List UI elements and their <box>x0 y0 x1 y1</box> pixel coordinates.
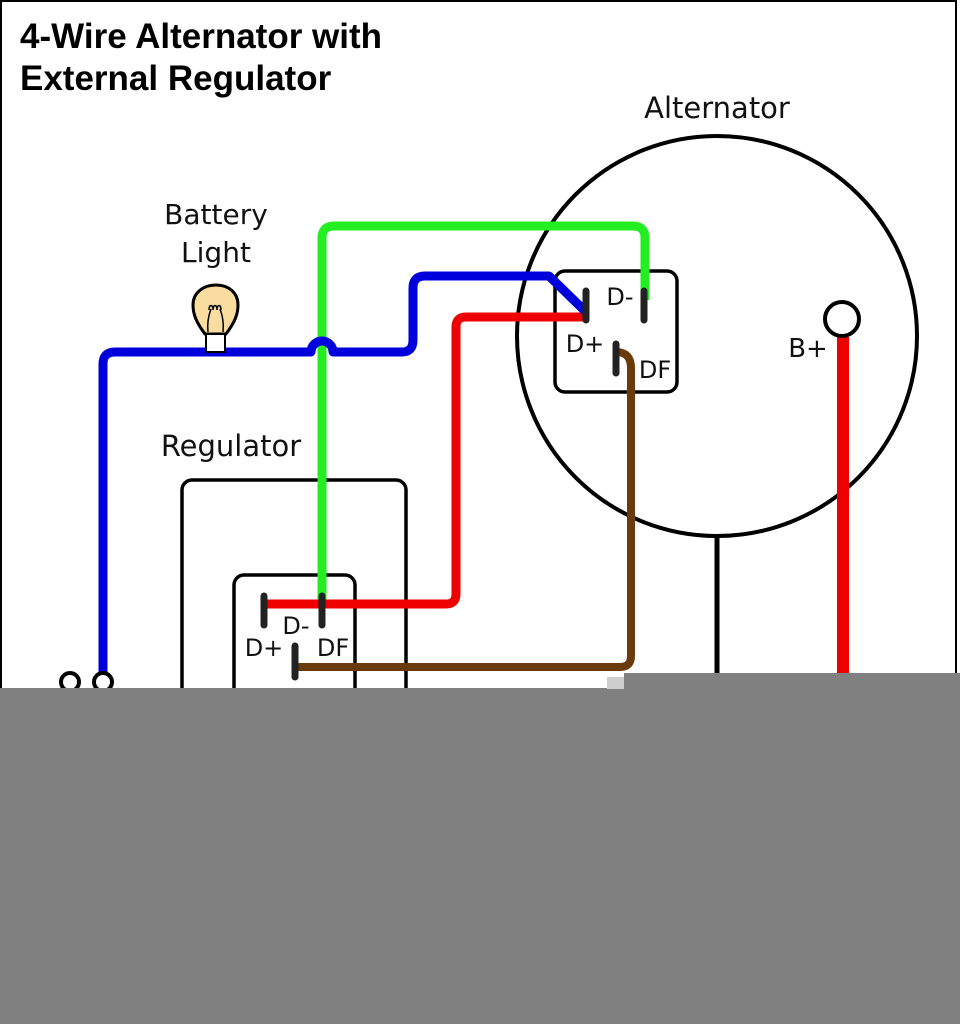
alternator-terminal-box <box>553 269 679 394</box>
b-plus-label: B+ <box>788 334 828 364</box>
regulator-label: Regulator <box>161 429 301 463</box>
occlusion-overlay-main <box>0 688 960 1024</box>
alternator-d-minus-label: D- <box>606 283 633 311</box>
alternator-d-plus-label: D+ <box>566 330 605 358</box>
green-wire <box>317 221 650 600</box>
regulator-d-minus-label: D- <box>282 612 309 640</box>
blue-wire <box>98 271 590 672</box>
alternator-label: Alternator <box>644 91 790 125</box>
b-plus-terminal <box>823 300 861 338</box>
diagram-title: 4-Wire Alternator with External Regulato… <box>20 16 382 100</box>
battery-light-icon <box>191 283 240 353</box>
brown-wire <box>296 348 635 671</box>
alternator-df-label: DF <box>639 356 671 384</box>
battery-light-label-line1: Battery <box>164 198 268 231</box>
red-wire <box>265 312 585 609</box>
title-line-1: 4-Wire Alternator with <box>20 17 383 56</box>
regulator-d-plus-label: D+ <box>245 634 284 662</box>
regulator-df-label: DF <box>317 634 349 662</box>
title-line-2: External Regulator <box>20 59 332 98</box>
occlusion-overlay-edge <box>607 677 624 689</box>
occlusion-overlay-right <box>624 673 960 693</box>
battery-light-label-line2: Light <box>181 236 251 269</box>
